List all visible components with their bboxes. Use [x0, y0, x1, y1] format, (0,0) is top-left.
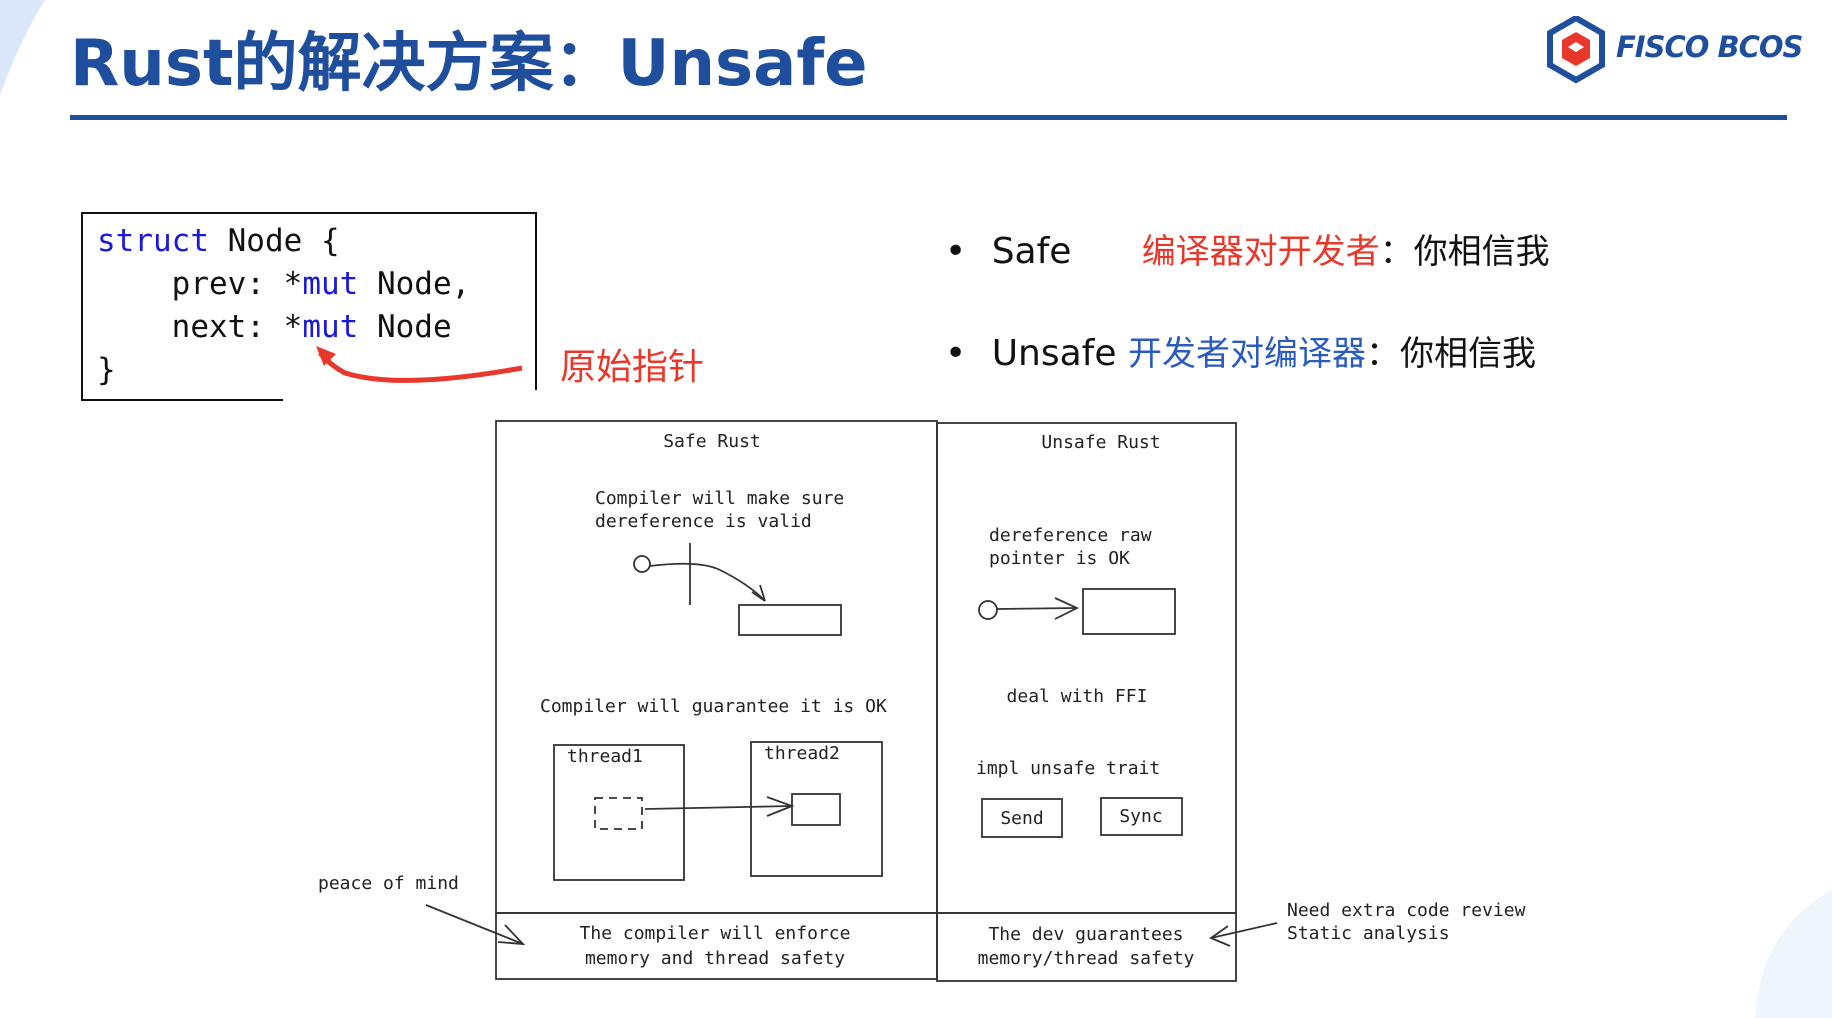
memory-box: [738, 604, 842, 636]
code-text: next: *: [97, 309, 303, 345]
safe-footer-text: memory and thread safety: [585, 948, 845, 969]
thread2-label: thread2: [764, 743, 840, 764]
moved-value-box: [594, 797, 643, 830]
pointer-arrow: [649, 562, 766, 602]
static-analysis-text: Static analysis: [1287, 923, 1450, 944]
bullet-term: Unsafe: [991, 333, 1117, 374]
peace-of-mind-text: peace of mind: [318, 873, 459, 894]
thread1-label: thread1: [567, 746, 643, 767]
bullet-trust: ：你相信我: [1379, 232, 1550, 272]
code-text: Node {: [208, 223, 340, 259]
value-box: [791, 793, 841, 826]
unsafe-footer-text: The dev guarantees: [988, 924, 1183, 945]
sync-label: Sync: [1119, 806, 1162, 827]
code-box-border: [82, 212, 536, 214]
title-divider: [70, 115, 1787, 120]
unsafe-footer-box: [936, 912, 1237, 982]
sync-trait-box: [1100, 797, 1183, 836]
code-keyword: struct: [97, 223, 209, 259]
code-box-border: [81, 399, 283, 401]
thread1-box: [553, 744, 685, 881]
arrow-head-icon: [316, 346, 336, 366]
safe-rust-title: Safe Rust: [663, 431, 761, 452]
raw-pointer-arrow-line: [996, 607, 1078, 610]
red-curved-arrow: [318, 351, 523, 383]
pointer-circle-icon: [633, 555, 651, 573]
code-review-text: Need extra code review: [1287, 900, 1526, 921]
send-label: Send: [1000, 808, 1043, 829]
peace-arrow: [425, 904, 524, 945]
bullet-relation: 开发者对编译器: [1127, 334, 1366, 374]
arrow-head-icon: [751, 584, 766, 602]
hexagon-logo-icon: [1547, 14, 1605, 84]
safe-deref-text: dereference is valid: [595, 511, 812, 532]
bullet-dot-icon: •: [945, 333, 967, 374]
logo-text: FISCO BCOS: [1616, 30, 1803, 64]
bullet-trust: ：你相信我: [1365, 334, 1536, 374]
pointer-circle-icon: [978, 600, 998, 620]
code-box-border: [81, 212, 83, 401]
code-keyword: mut: [302, 266, 359, 302]
code-text: prev: *: [97, 266, 303, 302]
code-box-border: [535, 212, 537, 390]
review-arrow: [1210, 922, 1278, 939]
bullet-safe: • Safe 编译器对开发者：你相信我: [945, 224, 1550, 273]
bullet-unsafe: • Unsafe 开发者对编译器：你相信我: [945, 326, 1536, 375]
unsafe-trait-text: impl unsafe trait: [976, 758, 1160, 779]
code-text: Node,: [358, 266, 471, 302]
safe-footer-text: The compiler will enforce: [580, 923, 851, 944]
bullet-term: Safe: [991, 231, 1072, 272]
code-line-2: prev: *mut Node,: [97, 263, 471, 306]
safe-deref-text: Compiler will make sure: [595, 488, 844, 509]
thread2-box: [750, 741, 883, 877]
raw-pointer-label: 原始指针: [560, 347, 705, 388]
fisco-bcos-logo: FISCO BCOS: [1546, 14, 1803, 84]
move-arrow: [644, 805, 793, 810]
arrow-head-icon: [1209, 925, 1231, 947]
arrow-head-icon: [1054, 597, 1080, 620]
code-line-1: struct Node {: [97, 220, 340, 263]
arrow-head-icon: [497, 924, 526, 946]
page-title: Rust的解决方案：Unsafe: [70, 27, 868, 101]
ffi-text: deal with FFI: [1007, 686, 1148, 707]
unsafe-rust-title: Unsafe Rust: [1041, 432, 1160, 453]
code-line-3: next: *mut Node: [97, 306, 452, 349]
bullet-relation: 编译器对开发者: [1141, 232, 1380, 272]
raw-memory-box: [1082, 588, 1176, 635]
unsafe-deref-text: dereference raw: [989, 525, 1152, 546]
bullet-dot-icon: •: [945, 231, 967, 272]
safe-guarantee-text: Compiler will guarantee it is OK: [540, 696, 887, 717]
send-trait-box: [981, 798, 1063, 838]
code-keyword: mut: [302, 309, 359, 345]
unsafe-rust-panel: [936, 422, 1237, 914]
code-text: Node: [358, 309, 452, 345]
unsafe-deref-text: pointer is OK: [989, 548, 1130, 569]
corner-arc-bottom-right: [1755, 890, 1832, 1018]
unsafe-footer-text: memory/thread safety: [978, 948, 1195, 969]
corner-arc-top-left: [0, 0, 45, 95]
code-line-4: }: [97, 352, 116, 388]
